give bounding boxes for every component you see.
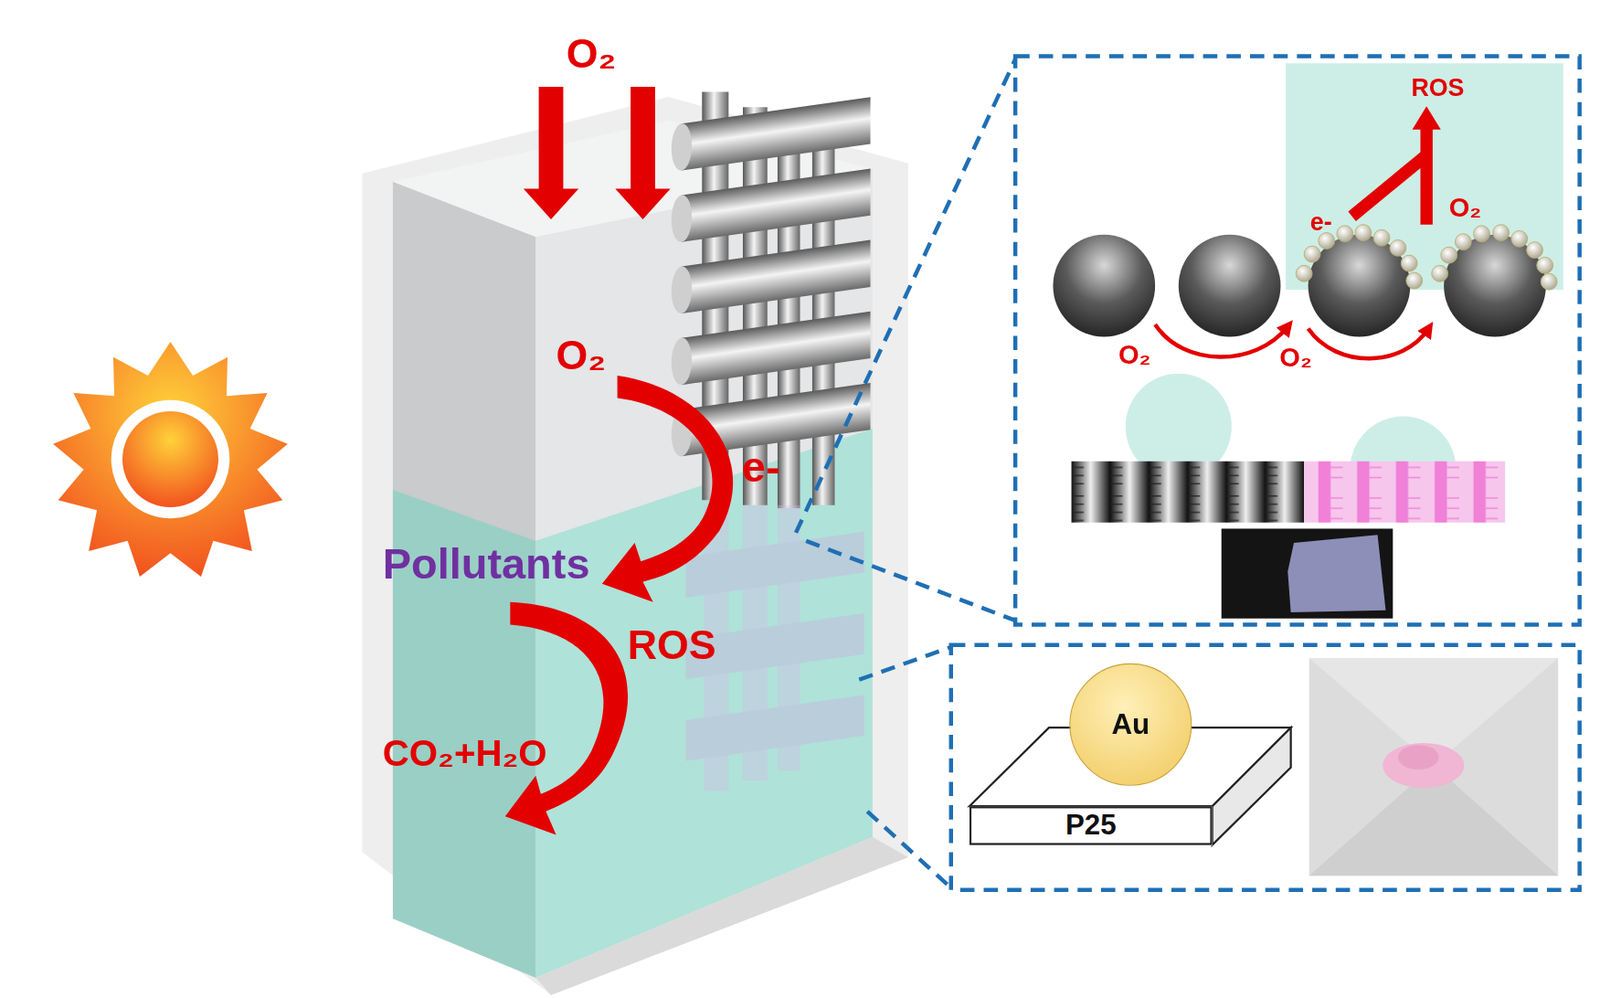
catalyst-zoom — [969, 657, 1558, 876]
node-text: Au — [1111, 709, 1150, 739]
annotation-label: e- — [741, 445, 781, 489]
annotation-label: O₂ — [1449, 193, 1482, 221]
annotation-label: ROS — [1410, 75, 1464, 101]
node-text: P25 — [1065, 811, 1117, 840]
annotation-label: O₂ — [1279, 343, 1312, 371]
annotation-label: Pollutants — [382, 542, 591, 586]
process-arrows — [505, 86, 733, 836]
reactor-box — [361, 96, 908, 996]
sun — [52, 341, 288, 577]
fiber-zoom — [1052, 63, 1563, 618]
zoom-leaders — [795, 55, 1580, 890]
p25-support: P25 — [969, 805, 1213, 845]
annotation-label: ROS — [627, 624, 717, 666]
gold-particle: Au — [1069, 663, 1192, 786]
annotation-label: O₂ — [1118, 340, 1151, 368]
annotation-label: O₂ — [556, 334, 607, 376]
annotation-label: e- — [1310, 210, 1333, 235]
annotation-label: O₂ — [566, 32, 617, 75]
annotation-label: CO₂+H₂O — [382, 734, 548, 772]
